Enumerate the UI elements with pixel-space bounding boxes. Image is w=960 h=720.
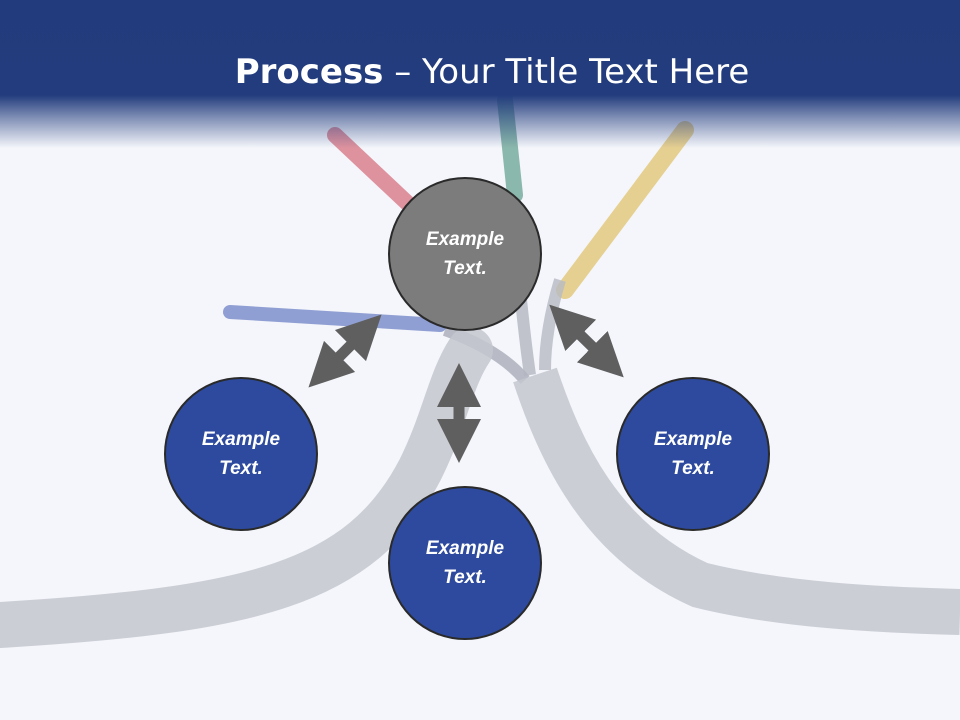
red-wire xyxy=(327,127,428,223)
slide-title: Process – Your Title Text Here xyxy=(0,52,960,92)
title-rest: – Your Title Text Here xyxy=(383,52,750,92)
title-bold: Process xyxy=(234,52,384,92)
node-top-label: Example Text. xyxy=(425,229,505,279)
node-left: Example Text. xyxy=(164,377,318,531)
node-right: Example Text. xyxy=(616,377,770,531)
node-top: Example Text. xyxy=(388,177,542,331)
cable-right xyxy=(513,367,960,635)
inner-wire-3 xyxy=(539,278,566,371)
node-left-label: Example Text. xyxy=(201,429,281,479)
arrow-top-right xyxy=(549,304,624,378)
title-bar: Process – Your Title Text Here xyxy=(0,0,960,148)
node-bottom-label: Example Text. xyxy=(425,538,505,588)
arrow-top-left xyxy=(308,314,382,388)
node-right-label: Example Text. xyxy=(653,429,733,479)
yellow-wire xyxy=(556,121,694,299)
node-bottom: Example Text. xyxy=(388,486,542,640)
